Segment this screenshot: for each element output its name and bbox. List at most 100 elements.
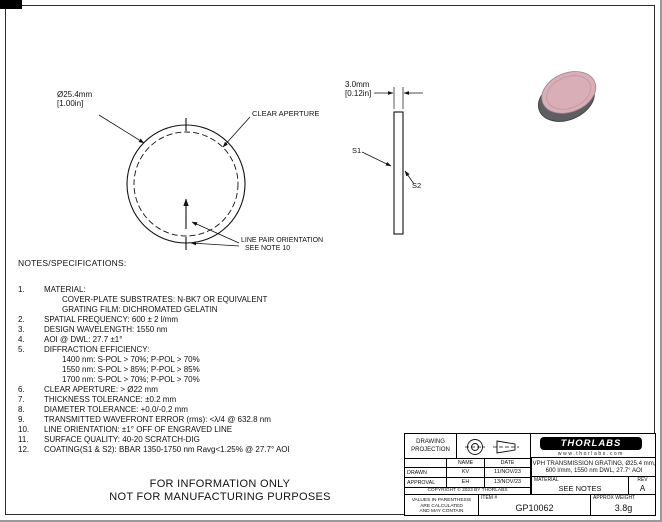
drawn-name: KV [447,468,485,478]
note-line: 11.SURFACE QUALITY: 40-20 SCRATCH-DIG [18,435,410,445]
table-header-blank [405,459,447,468]
note-line: 1400 nm: S-POL > 70%; P-POL > 70% [18,355,410,365]
note-number: 1. [18,285,25,294]
note-number: 10. [18,425,30,434]
note-text: DESIGN WAVELENGTH: 1550 nm [44,325,168,334]
s2-leader-line [404,170,415,185]
name-header: NAME [447,459,485,468]
s2-label: S2 [412,181,422,190]
clear-aperture-label: CLEAR APERTURE [252,109,320,119]
note-number: 11. [18,435,29,444]
rev-value: A [639,484,646,493]
note-number: 7. [18,395,25,404]
drawing-projection-cell: DRAWING PROJECTION [405,434,457,459]
corner-registration-mark [0,0,22,9]
note-line: 7. THICKNESS TOLERANCE: ±0.2 mm [18,395,410,405]
note-line: 4.AOI @ DWL: 27.7 ±1° [18,335,410,345]
note-text: COATING(S1 & S2): BBAR 1350-1750 nm Ravg… [44,445,290,454]
tolerance-note-line2: AND MAY CONTAIN ROUNDOFF ERRORS [417,509,466,516]
note-line: 8. DIAMETER TOLERANCE: +0.0/-0.2 mm [18,405,410,415]
thorlabs-logo: THORLABS [540,437,642,450]
date-header: DATE [485,459,531,468]
thickness-in: [0.12in] [345,89,372,98]
diameter-dimension-label: Ø25.4mm [1.00in] [57,90,92,108]
note-number: 2. [18,315,25,324]
note-text: 1550 nm: S-POL > 85%; P-POL > 85% [62,365,200,374]
disc-3d-render [538,71,597,122]
note-line: 9. TRANSMITTED WAVEFRONT ERROR (rms): <λ/… [18,415,410,425]
note-number: 12. [18,445,30,454]
note-line: 5. DIFFRACTION EFFICIENCY: [18,345,410,355]
note-line: 6.CLEAR APERTURE: > Ø22 mm [18,385,410,395]
clear-aperture-circle [133,131,239,237]
note-text: GRATING FILM: DICHROMATED GELATIN [62,305,218,314]
clear-aperture-text: CLEAR APERTURE [252,109,320,118]
drawing-title-cell: VPH TRANSMISSION GRATING, Ø25.4 mm, 600 … [531,458,656,476]
note-number: 9. [18,415,25,424]
projection-label-2: PROJECTION [411,446,450,453]
projection-label-1: DRAWING [416,439,445,445]
line-pair-text-1: LINE PAIR ORIENTATION [241,237,324,244]
material-cell: MATERIAL SEE NOTES [531,476,629,495]
thickness-dimension-label: 3.0mm [0.12in] [345,80,371,98]
note-line: GRATING FILM: DICHROMATED GELATIN [18,305,410,315]
note-number [18,305,44,315]
line-pair-leader-1 [191,221,240,244]
note-text: DIFFRACTION EFFICIENCY: [44,345,150,354]
note-text: MATERIAL: [44,285,86,294]
note-text: TRANSMITTED WAVEFRONT ERROR (rms): <λ/4 … [44,415,271,424]
material-label: MATERIAL [534,477,559,483]
disc-face-inner-ring [546,75,592,110]
line-pair-text-2: SEE NOTE 10 [245,245,291,253]
title-block: DRAWING PROJECTION THORLABS www.thorlabs… [404,433,656,516]
side-view-drawing [361,87,423,235]
note-number [18,295,44,305]
weight-cell: APPROX WEIGHT 3.8g [591,495,656,516]
note-text: AOI @ DWL: 27.7 ±1° [44,335,123,344]
tolerance-note-cell: VALUES IN PARENTHESIS ARE CALCULATED AND… [405,495,479,516]
notes-list: 1. MATERIAL:COVER-PLATE SUBSTRATES: N-BK7… [18,285,410,455]
projection-symbols-cell [457,434,531,459]
material-value: SEE NOTES [558,484,602,493]
note-number [18,375,44,385]
diameter-mm: Ø25.4mm [57,90,93,99]
diameter-in: [1.00in] [57,99,84,108]
note-number: 8. [18,405,25,414]
note-text: DIAMETER TOLERANCE: +0.0/-0.2 mm [44,405,188,414]
notes-section: NOTES/SPECIFICATIONS: 1. MATERIAL:COVER-P… [18,258,410,455]
notes-title: NOTES/SPECIFICATIONS: [18,258,127,268]
weight-label: APPROX WEIGHT [593,495,636,501]
sheet-border [5,5,655,515]
note-line: 12. COATING(S1 & S2): BBAR 1350-1750 nm R… [18,445,410,455]
disc-face [541,71,597,114]
thickness-mm: 3.0mm [345,80,370,89]
diameter-leader-line [98,114,145,144]
approval-label: APPROVAL [405,478,447,488]
note-number: 5. [18,345,25,354]
approval-name: EH [447,478,485,488]
line-pair-orientation-label: LINE PAIR ORIENTATION SEE NOTE 10 [241,237,323,253]
item-number-label: ITEM # [481,495,498,501]
note-line: 1550 nm: S-POL > 85%; P-POL > 85% [18,365,410,375]
weight-value: 3.8g [614,503,633,513]
drawn-date: 11/NOV/23 [485,468,531,478]
brand-cell: THORLABS www.thorlabs.com [531,434,656,458]
approval-date: 13/NOV/23 [485,478,531,488]
side-view-plate [393,111,404,235]
note-text: THICKNESS TOLERANCE: ±0.2 mm [44,395,177,404]
s1-leader-line [361,151,392,167]
note-text: SPATIAL FREQUENCY: 600 ± 2 l/mm [44,315,179,324]
note-text: 1400 nm: S-POL > 70%; P-POL > 70% [62,355,200,364]
item-number-cell: ITEM # GP10062 [479,495,591,516]
front-view-drawing [98,114,251,250]
line-pair-leader-2 [190,241,240,247]
drawing-title-line2: 600 l/mm, 1550 nm DWL, 27.7° AOI [545,467,643,475]
drawing-title-line1: VPH TRANSMISSION GRATING, Ø25.4 mm, [532,460,656,467]
third-angle-projection-icon [465,439,519,455]
info-only-line1: FOR INFORMATION ONLY [149,478,291,490]
note-number: 6. [18,385,25,394]
drawn-label: DRAWN [405,468,447,478]
note-text: COVER-PLATE SUBSTRATES: N-BK7 OR EQUIVAL… [62,295,268,304]
